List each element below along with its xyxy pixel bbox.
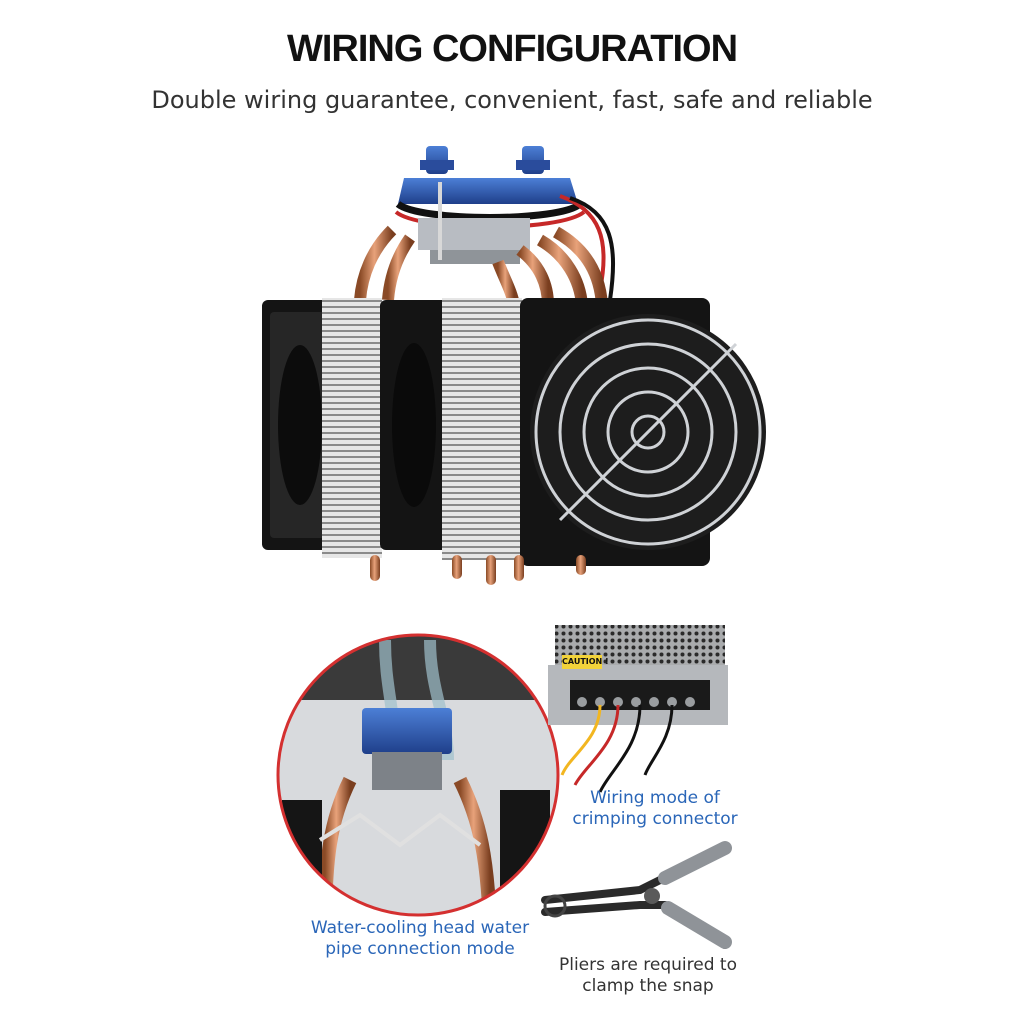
power-supply-illustration [548,625,728,793]
caption-water-cooling: Water-cooling head water pipe connection… [300,918,540,960]
fan-guard [534,318,762,546]
right-fan [520,298,766,566]
middle-fan [380,300,448,550]
psu-caution-label: CAUTION ! [562,657,609,666]
caption-pliers-line1: Pliers are required to [558,955,737,975]
page-title: WIRING CONFIGURATION [286,28,738,70]
caption-water-line1: Water-cooling head water [310,918,530,938]
fin-stack-3 [486,298,522,560]
fin-stack-1 [322,298,382,558]
caption-water-line2: pipe connection mode [325,939,515,959]
caption-pliers-line2: clamp the snap [582,976,714,996]
left-fan [262,300,334,550]
pliers-icon [541,841,732,949]
pipe-ends [370,555,586,585]
caption-pliers: Pliers are required to clamp the snap [548,955,748,997]
caption-crimping-connector: Wiring mode of crimping connector [555,788,755,830]
water-head-closeup [276,633,560,917]
caption-crimping-line2: crimping connector [572,809,738,829]
page-subtitle: Double wiring guarantee, convenient, fas… [151,86,873,114]
water-block [394,146,616,301]
caption-crimping-line1: Wiring mode of [590,788,720,808]
